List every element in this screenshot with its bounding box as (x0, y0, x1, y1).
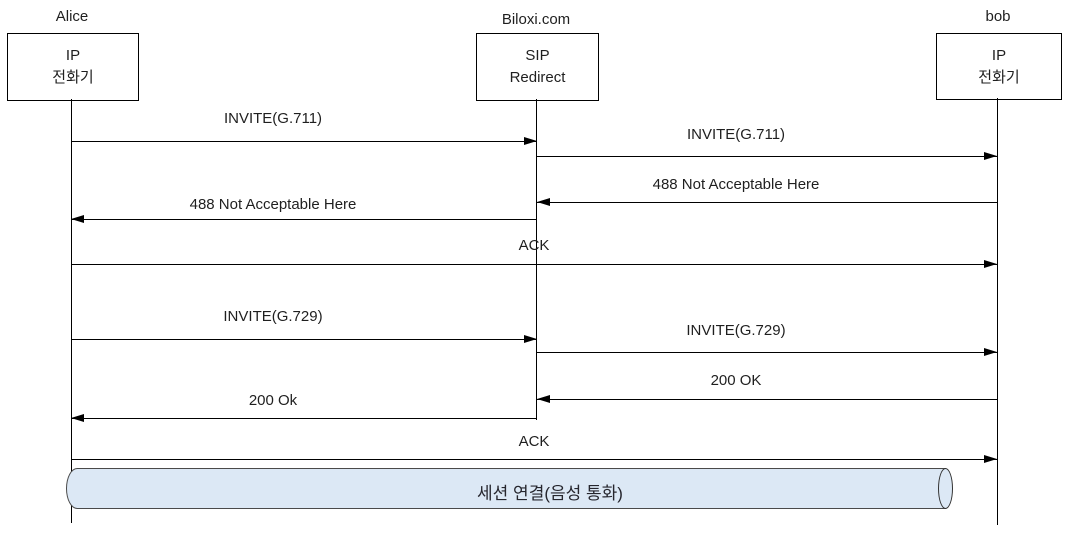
actor-name-alice: Alice (55, 8, 89, 25)
actor-box-bob-line1: IP (991, 46, 1007, 64)
actor-box-biloxi-line1: SIP (525, 47, 550, 65)
message-arrow (71, 459, 997, 460)
session-bar (66, 468, 946, 509)
session-bar-label: 세션 연결(음성 통화) (477, 484, 623, 503)
arrowhead-right-icon (984, 348, 997, 356)
message-label: ACK (518, 237, 550, 254)
message-label: 488 Not Acceptable Here (189, 196, 357, 213)
message-arrow (71, 219, 537, 220)
message-label: INVITE(G.711) (686, 126, 786, 143)
actor-box-alice-line1: IP (65, 47, 81, 65)
message-label: ACK (518, 433, 550, 450)
actor-box-alice-line2: 전화기 (52, 69, 94, 86)
message-arrow (537, 399, 997, 400)
message-label: INVITE(G.711) (223, 110, 323, 127)
message-arrow (71, 264, 997, 265)
message-arrow (71, 418, 537, 419)
arrowhead-right-icon (984, 260, 997, 268)
message-arrow (537, 202, 997, 203)
actor-box-biloxi: SIP Redirect (476, 33, 599, 101)
lifeline-bob (997, 98, 998, 525)
arrowhead-right-icon (524, 137, 537, 145)
message-arrow (71, 141, 537, 142)
arrowhead-left-icon (71, 215, 84, 223)
actor-name-bob: bob (985, 8, 1011, 25)
arrowhead-left-icon (71, 414, 84, 422)
actor-box-alice: IP 전화기 (7, 33, 139, 101)
arrowhead-left-icon (537, 395, 550, 403)
message-label: 200 Ok (248, 392, 298, 409)
actor-box-biloxi-line2: Redirect (509, 69, 566, 86)
lifeline-biloxi (536, 99, 537, 420)
message-label: INVITE(G.729) (686, 322, 786, 339)
session-bar-end-cap (938, 468, 953, 509)
arrowhead-right-icon (984, 152, 997, 160)
arrowhead-right-icon (984, 455, 997, 463)
lifeline-alice (71, 99, 72, 523)
message-arrow (537, 352, 997, 353)
arrowhead-left-icon (537, 198, 550, 206)
actor-name-biloxi: Biloxi.com (501, 11, 571, 28)
actor-box-bob: IP 전화기 (936, 33, 1062, 100)
actor-box-bob-line2: 전화기 (978, 68, 1020, 86)
arrowhead-right-icon (524, 335, 537, 343)
message-label: 200 OK (710, 372, 762, 389)
message-arrow (71, 339, 537, 340)
message-arrow (537, 156, 997, 157)
message-label: INVITE(G.729) (223, 308, 323, 325)
message-label: 488 Not Acceptable Here (652, 176, 820, 193)
